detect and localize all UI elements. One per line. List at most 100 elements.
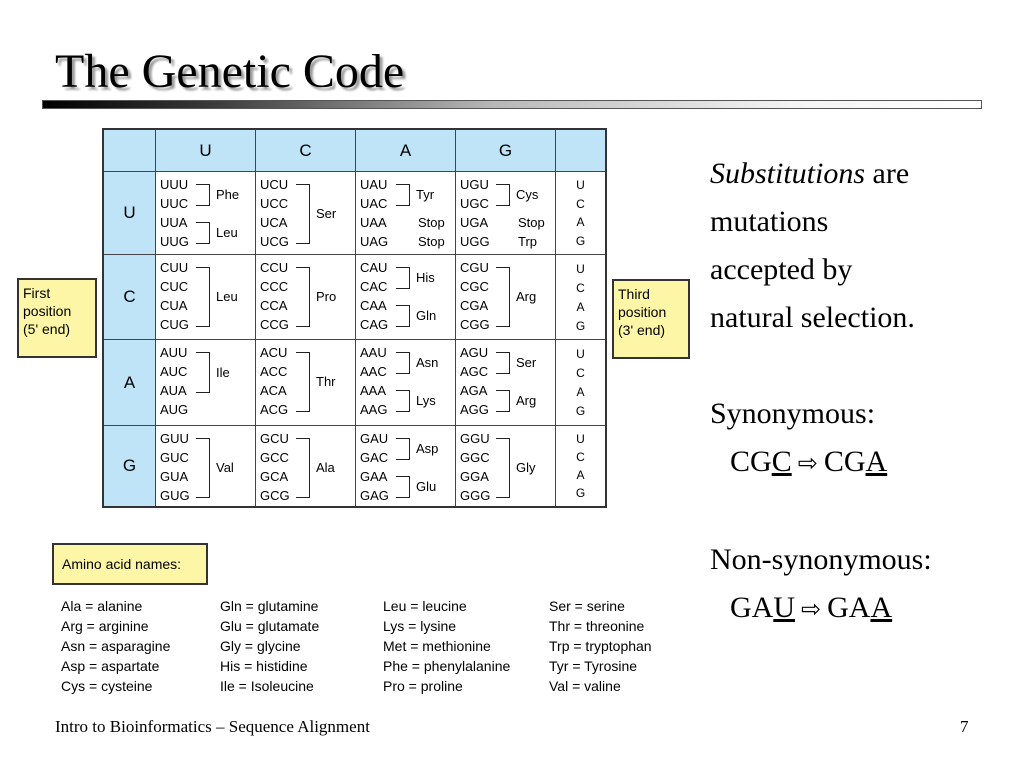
codon: UUA — [160, 215, 188, 230]
amino-acid-name: Gly = glycine — [220, 638, 301, 654]
amino-acid-name: His = histidine — [220, 658, 308, 674]
text-line: natural selection. — [710, 301, 915, 334]
table-corner — [556, 130, 605, 172]
amino-acid-name: Tyr = Tyrosine — [549, 658, 638, 674]
codon: UCC — [260, 196, 289, 211]
codon: GCG — [260, 488, 290, 503]
amino-acid-label: Trp — [518, 233, 538, 249]
first-position-line: (5' end) — [23, 321, 71, 337]
bracket — [396, 352, 410, 374]
third-base: C — [576, 280, 585, 295]
third-base: A — [576, 468, 585, 482]
amino-acid-label: Leu — [216, 225, 238, 240]
amino-acid-names-heading: Amino acid names: — [52, 543, 208, 585]
codon: GAC — [360, 450, 389, 465]
codon: ACU — [260, 345, 288, 360]
codon-prefix: CG — [823, 445, 866, 478]
codon: UAC — [360, 196, 388, 211]
column-header: A — [356, 130, 456, 172]
bracket — [396, 390, 410, 412]
codon: GAG — [360, 488, 389, 503]
codon: CAG — [360, 317, 389, 332]
amino-acid-name: Gln = glutamine — [220, 598, 319, 614]
codon: CUA — [160, 298, 188, 313]
amino-acid-label: Ser — [316, 206, 337, 221]
amino-acid-name: Glu = glutamate — [220, 618, 320, 634]
codon: CAA — [360, 298, 387, 313]
amino-acid-name: Ala = alanine — [61, 598, 143, 614]
amino-acid-label: Asp — [416, 441, 439, 456]
codon: UGA — [460, 215, 489, 230]
codon: UGU — [460, 177, 489, 192]
codon: UAU — [360, 177, 388, 192]
bracket — [496, 184, 510, 206]
column-header: G — [456, 130, 556, 172]
bracket — [296, 438, 310, 498]
bracket — [496, 352, 510, 374]
amino-acid-label: His — [416, 270, 435, 285]
row-header: G — [104, 426, 156, 506]
page-number: 7 — [960, 717, 969, 736]
substitutions-rest: are — [872, 157, 910, 190]
amino-acid-name: Cys = cysteine — [61, 678, 153, 694]
third-base: C — [576, 365, 585, 380]
bracket — [196, 352, 210, 393]
amino-acid-label: Phe — [216, 187, 240, 202]
column-header: U — [156, 130, 256, 172]
bracket — [496, 438, 510, 498]
codon: UCG — [260, 234, 289, 249]
amino-acid-name: Lys = lysine — [383, 618, 457, 634]
row-header: A — [104, 340, 156, 426]
footer-course-title: Intro to Bioinformatics – Sequence Align… — [55, 717, 370, 736]
amino-acid-name: Asp = aspartate — [61, 658, 160, 674]
amino-acid-label: Asn — [416, 355, 439, 370]
bracket — [296, 267, 310, 327]
codon: UUU — [160, 177, 189, 192]
amino-acid-label: Arg — [516, 393, 537, 408]
amino-acid-label: Gly — [516, 460, 536, 475]
codon: AUU — [160, 345, 188, 360]
amino-acid-name: Asn = asparagine — [61, 638, 171, 654]
codon: AAA — [360, 383, 387, 398]
third-base: A — [576, 385, 585, 400]
bracket — [396, 438, 410, 460]
bracket — [396, 267, 410, 289]
amino-acid-label: Lys — [416, 393, 436, 408]
amino-acid-name: Val = valine — [549, 678, 621, 694]
codon: GGA — [460, 469, 489, 484]
codon: AGC — [460, 364, 489, 379]
codon: ACC — [260, 364, 288, 379]
codon: ACA — [260, 383, 287, 398]
amino-acid-label: Gln — [416, 308, 437, 323]
amino-acid-name: Pro = proline — [383, 678, 463, 694]
amino-acid-label: Ala — [316, 460, 335, 475]
slide-title: The Genetic Code — [55, 45, 405, 98]
codon: GGC — [460, 450, 490, 465]
amino-acid-name: Phe = phenylalanine — [383, 658, 511, 674]
codon: CUC — [160, 279, 189, 294]
codon: UAG — [360, 234, 389, 249]
codon: AGA — [460, 383, 488, 398]
third-position-line: position — [618, 304, 667, 320]
bracket — [196, 267, 210, 327]
first-position-line: First — [23, 285, 51, 301]
amino-acid-label: Leu — [216, 289, 238, 304]
amino-acid-name: Trp = tryptophan — [549, 638, 652, 654]
third-position-line: (3' end) — [618, 322, 666, 338]
amino-acid-label: Stop — [518, 214, 545, 230]
